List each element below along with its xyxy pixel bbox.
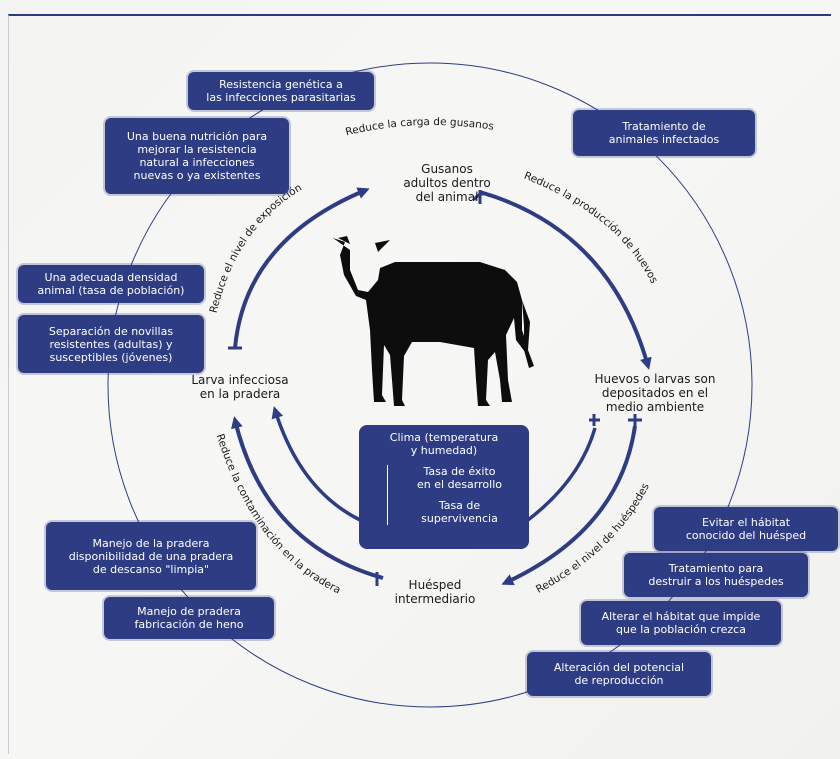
box-alter-reproduction: Alteración del potencial de reproducción — [527, 652, 711, 696]
arrow-larva-to-worms — [233, 187, 370, 349]
arrow-climate-to-larva — [271, 406, 361, 522]
node-intermediate-host: Huésped intermediario — [394, 578, 476, 606]
box-destroy-hosts: Tratamiento para destruir a los huéspede… — [624, 553, 808, 597]
climate-title: Clima (temperatura y humedad) — [389, 431, 499, 457]
box-hay-making: Manejo de pradera fabricación de heno — [104, 597, 274, 639]
climate-factor-development: Tasa de éxito en el desarrollo — [417, 465, 502, 491]
calf-silhouette — [333, 236, 534, 406]
box-clean-pasture: Manejo de la pradera disponibilidad de u… — [46, 522, 256, 590]
node-infective-larva: Larva infecciosa en la pradera — [191, 373, 289, 401]
box-climate: Clima (temperatura y humedad) Tasa de éx… — [359, 425, 529, 549]
climate-factors: Tasa de éxito en el desarrollo Tasa de s… — [387, 465, 521, 525]
box-heifer-separation: Separación de novillas resistentes (adul… — [18, 315, 204, 373]
box-alter-habitat: Alterar el hábitat que impide que la pob… — [581, 601, 781, 645]
box-stocking-density: Una adecuada densidad animal (tasa de po… — [18, 265, 204, 303]
node-eggs-larvae: Huevos o larvas son depositados en el me… — [594, 372, 716, 414]
arrow-worms-to-eggs — [479, 190, 652, 370]
box-treat-infected: Tratamiento de animales infectados — [573, 110, 755, 156]
arc-label-top: Reduce la carga de gusanos — [344, 116, 494, 138]
arc-label-top-right: Reduce la producción de huevos — [522, 170, 660, 286]
arc-label-top-left: Reduce el nivel de exposición — [208, 182, 304, 315]
node-adult-worms: Gusanos adultos dentro del animal — [403, 162, 491, 204]
arrow-eggs-to-host — [501, 425, 637, 586]
box-nutrition: Una buena nutrición para mejorar la resi… — [105, 118, 289, 194]
arrow-climate-to-eggs — [526, 427, 597, 522]
outer-circle — [107, 62, 753, 708]
climate-factor-survival: Tasa de supervivencia — [421, 499, 498, 525]
box-genetic-resistance: Resistencia genética a las infecciones p… — [188, 72, 374, 110]
box-avoid-host-habitat: Evitar el hábitat conocido del huésped — [654, 507, 838, 551]
arrow-host-to-larva — [231, 416, 384, 580]
page-frame — [8, 14, 831, 754]
